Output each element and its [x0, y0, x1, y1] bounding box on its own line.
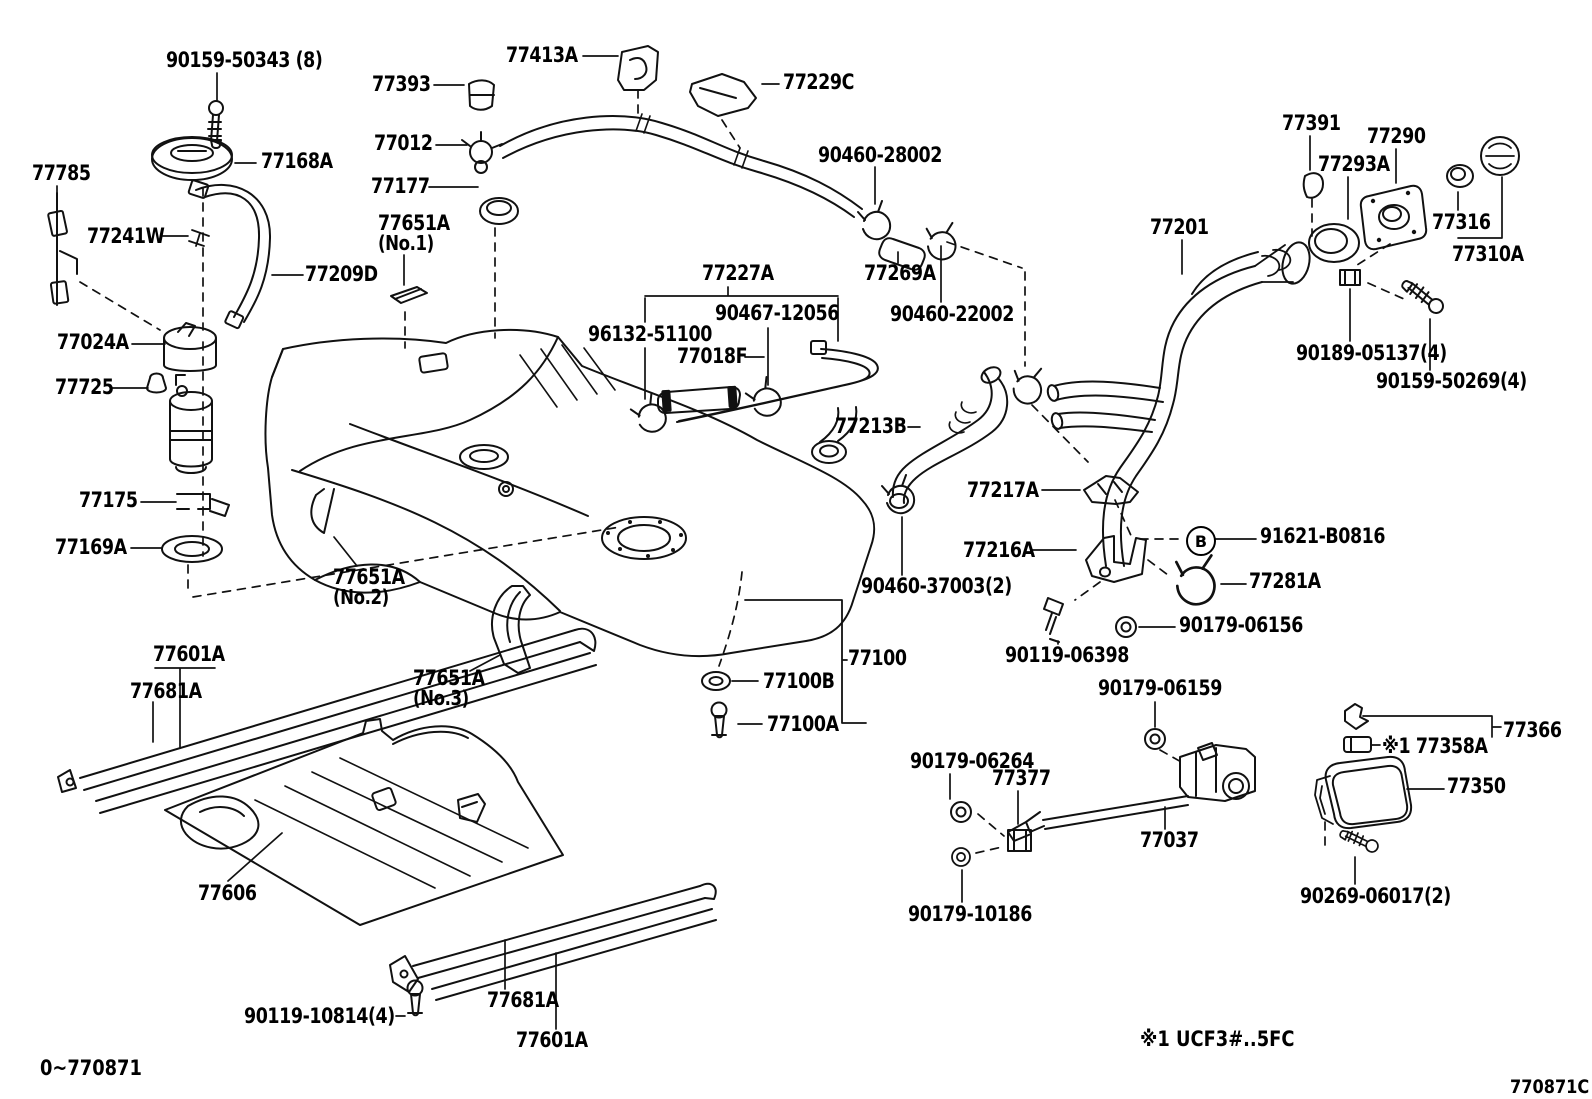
callout-77281A: 77281A	[1249, 569, 1321, 593]
fuel-tank-art	[264, 328, 876, 657]
callout-90460-37003: 90460-37003(2)	[861, 574, 1012, 598]
filler-pipe-assembly-art	[1046, 136, 1520, 567]
callout-90189-05137: 90189-05137(4)	[1296, 341, 1447, 365]
callout-77601A-upper: 77601A	[153, 642, 225, 666]
callout-91621-B0816: 91621-B0816	[1260, 524, 1386, 548]
callout-77169A: 77169A	[55, 535, 127, 559]
callout-77100A: 77100A	[767, 712, 839, 736]
callout-77269A: 77269A	[864, 261, 936, 285]
callout-77241W: 77241W	[87, 224, 165, 248]
callout-77651A-no2: 77651A(No.2)	[333, 565, 405, 609]
callout-77177: 77177	[371, 174, 430, 198]
figure-code: 0~770871	[40, 1056, 142, 1080]
callout-77606: 77606	[198, 881, 257, 905]
callout-77290: 77290	[1367, 124, 1426, 148]
lid-lock-assembly-art	[950, 703, 1413, 867]
callout-77100B: 77100B	[763, 669, 835, 693]
callout-77018F: 77018F	[677, 344, 748, 368]
callout-77377: 77377	[992, 766, 1051, 790]
callout-90119-10814: 90119-10814(4)	[244, 1004, 395, 1028]
callout-90179-06156: 90179-06156	[1179, 613, 1303, 637]
callout-77393: 77393	[372, 72, 431, 96]
callout-90119-06398: 90119-06398	[1005, 643, 1129, 667]
callout-77350: 77350	[1447, 774, 1506, 798]
callout-77229C: 77229C	[783, 70, 854, 94]
callout-77216A: 77216A	[963, 538, 1035, 562]
callout-77293A: 77293A	[1318, 152, 1390, 176]
callout-77213B: 77213B	[835, 414, 907, 438]
sheet-code: 770871C	[1510, 1076, 1590, 1098]
callout-77681A-lower: 77681A	[487, 988, 559, 1012]
callout-77100: 77100	[848, 646, 907, 670]
callout-sub: (No.3)	[413, 685, 469, 710]
callout-77725: 77725	[55, 375, 114, 399]
callout-text: 77651A	[333, 565, 405, 589]
callout-text: 77651A	[378, 211, 450, 235]
callout-77012: 77012	[374, 131, 433, 155]
vent-hose-assembly-art	[390, 45, 962, 304]
callout-77175: 77175	[79, 488, 138, 512]
callout-77201: 77201	[1150, 215, 1209, 239]
callout-77168A: 77168A	[261, 149, 333, 173]
callout-90179-10186: 90179-10186	[908, 902, 1032, 926]
callout-90269-06017: 90269-06017(2)	[1300, 884, 1451, 908]
callout-90460-22002: 90460-22002	[890, 302, 1014, 326]
ref-circle-b: B	[1186, 526, 1216, 556]
tank-mount-hardware-art	[701, 599, 867, 739]
callout-text: 77651A	[413, 666, 485, 690]
callout-sub: (No.1)	[378, 230, 434, 255]
callout-sub: (No.2)	[333, 584, 389, 609]
callout-90467-12056: 90467-12056	[715, 301, 839, 325]
callout-77413A: 77413A	[506, 43, 578, 67]
callout-90460-28002: 90460-28002	[818, 143, 942, 167]
callout-77366: 77366	[1503, 718, 1562, 742]
callout-77651A-no1: 77651A(No.1)	[378, 211, 450, 255]
callout-77651A-no3: 77651A(No.3)	[413, 666, 485, 710]
callout-96132-51100: 96132-51100	[588, 322, 712, 346]
callout-77209D: 77209D	[305, 262, 378, 286]
callout-77785: 77785	[32, 161, 91, 185]
callout-77037: 77037	[1140, 828, 1199, 852]
callout-90179-06159: 90179-06159	[1098, 676, 1222, 700]
leader-lines	[56, 55, 1503, 1030]
callout-77024A: 77024A	[57, 330, 129, 354]
callout-77681A-upper: 77681A	[130, 679, 202, 703]
mount-bracket-parts-art	[1043, 475, 1224, 643]
callout-77310A: 77310A	[1452, 242, 1524, 266]
callout-77601A-lower: 77601A	[516, 1028, 588, 1052]
callout-77391: 77391	[1282, 111, 1341, 135]
center-tube-parts-art	[627, 340, 1050, 515]
dashed-lines	[79, 89, 1405, 854]
callout-77358A: ※1 77358A	[1382, 734, 1488, 758]
callout-90179-06264: 90179-06264	[910, 749, 1034, 773]
straps-and-floor-art	[57, 585, 717, 1017]
callout-77316: 77316	[1432, 210, 1491, 234]
callout-77217A: 77217A	[967, 478, 1039, 502]
applicability-footnote: ※1 UCF3#..5FC	[1140, 1027, 1295, 1051]
fuel-pump-parts-art	[47, 100, 335, 563]
callout-90159-50269: 90159-50269(4)	[1376, 369, 1527, 393]
callout-90159-50343: 90159-50343 (8)	[166, 48, 323, 72]
callout-77227A: 77227A	[702, 261, 774, 285]
